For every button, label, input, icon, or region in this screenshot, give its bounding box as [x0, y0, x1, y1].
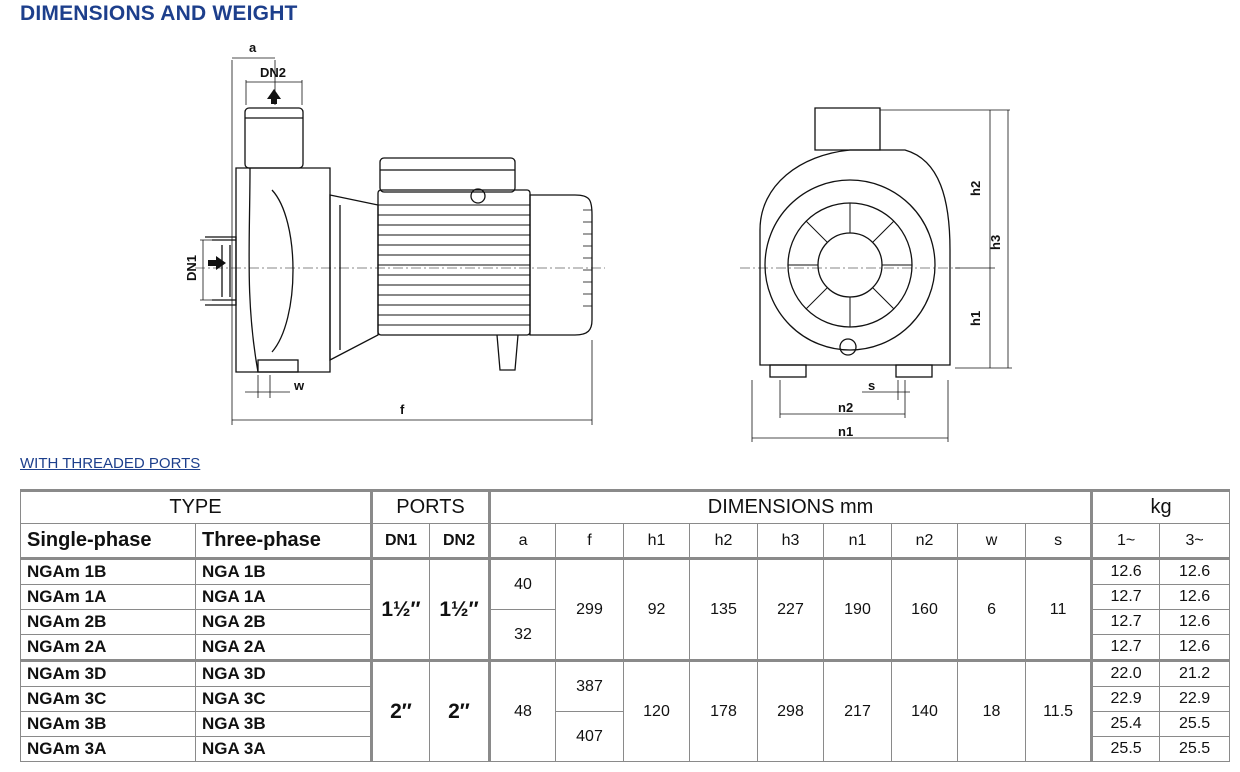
header-n2: n2	[891, 523, 959, 560]
weight-single: 12.7	[1090, 634, 1161, 661]
f-value: 299	[555, 558, 625, 661]
header-kg-three: 3~	[1159, 523, 1231, 560]
pump-dimension-drawing: a DN2 DN1 w f h2 h3 h1 s n2 n1	[184, 40, 1012, 442]
weight-single: 25.5	[1090, 736, 1161, 762]
table-row: NGAm 3A NGA 3A 25.5 25.5	[20, 736, 1231, 762]
weight-single: 12.6	[1090, 558, 1161, 585]
weight-three: 12.6	[1159, 609, 1231, 635]
label-h1: h1	[968, 311, 983, 326]
dn2-value: 1½″	[428, 558, 491, 661]
weight-single: 12.7	[1090, 584, 1161, 610]
label-h3: h3	[988, 235, 1003, 250]
s-value: 11	[1025, 558, 1093, 661]
weight-single: 22.9	[1090, 686, 1161, 712]
single-phase-model: NGAm 3B	[20, 711, 196, 737]
header-dn2: DN2	[428, 523, 491, 560]
weight-three: 25.5	[1159, 736, 1231, 762]
weight-single: 12.7	[1090, 609, 1161, 635]
single-phase-model: NGAm 3A	[20, 736, 196, 762]
label-f: f	[400, 402, 405, 417]
three-phase-model: NGA 2A	[195, 634, 372, 661]
header-a: a	[488, 523, 557, 560]
weight-three: 12.6	[1159, 584, 1231, 610]
s-value: 11.5	[1025, 659, 1093, 762]
a-value: 40	[488, 558, 557, 610]
single-phase-model: NGAm 3D	[20, 659, 196, 687]
header-dn1: DN1	[370, 523, 430, 560]
n1-value: 190	[823, 558, 893, 661]
three-phase-model: NGA 3C	[195, 686, 372, 712]
three-phase-model: NGA 1B	[195, 558, 372, 585]
weight-three: 21.2	[1159, 659, 1231, 687]
header-h1: h1	[623, 523, 691, 560]
n2-value: 140	[891, 659, 959, 762]
label-n1: n1	[838, 424, 853, 439]
h2-value: 178	[689, 659, 759, 762]
w-value: 6	[957, 558, 1027, 661]
label-dn1: DN1	[184, 255, 199, 281]
single-phase-model: NGAm 1A	[20, 584, 196, 610]
weight-three: 12.6	[1159, 558, 1231, 585]
table-row: NGAm 1B NGA 1B 1½″ 1½″ 40 299 92 135 227…	[20, 558, 1231, 661]
header-n1: n1	[823, 523, 893, 560]
table-row: NGAm 1A NGA 1A 12.7 12.6	[20, 584, 1231, 610]
three-phase-model: NGA 3A	[195, 736, 372, 762]
page-title: DIMENSIONS AND WEIGHT	[20, 2, 298, 25]
section-subtitle: WITH THREADED PORTS	[20, 455, 201, 472]
header-s: s	[1025, 523, 1093, 560]
three-phase-model: NGA 3B	[195, 711, 372, 737]
a-value: 32	[488, 609, 557, 661]
weight-three: 12.6	[1159, 634, 1231, 661]
label-dn2: DN2	[260, 65, 286, 80]
label-w: w	[293, 378, 305, 393]
header-f: f	[555, 523, 625, 560]
header-single-phase: Single-phase	[20, 523, 196, 560]
three-phase-model: NGA 2B	[195, 609, 372, 635]
header-ports: PORTS	[369, 490, 491, 524]
n2-value: 160	[891, 558, 959, 661]
header-h2: h2	[689, 523, 759, 560]
f-value: 387	[555, 659, 625, 712]
h3-value: 298	[757, 659, 825, 762]
dn2-value: 2″	[428, 659, 491, 762]
h3-value: 227	[757, 558, 825, 661]
h2-value: 135	[689, 558, 759, 661]
single-phase-model: NGAm 2A	[20, 634, 196, 661]
header-kg-single: 1~	[1090, 523, 1161, 560]
dn1-value: 1½″	[370, 558, 430, 661]
header-h3: h3	[757, 523, 825, 560]
dimensions-table: TYPE PORTS DIMENSIONS mm kg Single-phase…	[20, 489, 1231, 762]
header-w: w	[957, 523, 1027, 560]
header-type: TYPE	[20, 490, 372, 524]
h1-value: 92	[623, 558, 691, 661]
label-s: s	[868, 378, 875, 393]
header-three-phase: Three-phase	[195, 523, 372, 560]
table-row: NGAm 2B NGA 2B 32 12.7 12.6	[20, 609, 1231, 661]
three-phase-model: NGA 3D	[195, 659, 372, 687]
table-row: NGAm 3D NGA 3D 2″ 2″ 48 387 120 178 298 …	[20, 659, 1231, 762]
single-phase-model: NGAm 3C	[20, 686, 196, 712]
w-value: 18	[957, 659, 1027, 762]
label-h2: h2	[968, 181, 983, 196]
single-phase-model: NGAm 1B	[20, 558, 196, 585]
single-phase-model: NGAm 2B	[20, 609, 196, 635]
weight-three: 22.9	[1159, 686, 1231, 712]
label-a: a	[249, 40, 257, 55]
table-row: NGAm 2A NGA 2A 12.7 12.6	[20, 634, 1231, 661]
weight-three: 25.5	[1159, 711, 1231, 737]
label-n2: n2	[838, 400, 853, 415]
h1-value: 120	[623, 659, 691, 762]
weight-single: 22.0	[1090, 659, 1161, 687]
weight-single: 25.4	[1090, 711, 1161, 737]
three-phase-model: NGA 1A	[195, 584, 372, 610]
n1-value: 217	[823, 659, 893, 762]
f-value: 407	[555, 711, 625, 762]
dn1-value: 2″	[370, 659, 430, 762]
table-row: NGAm 3B NGA 3B 407 25.4 25.5	[20, 711, 1231, 762]
a-value: 48	[488, 659, 557, 762]
header-kg: kg	[1090, 490, 1231, 524]
header-dimensions: DIMENSIONS mm	[488, 490, 1093, 524]
